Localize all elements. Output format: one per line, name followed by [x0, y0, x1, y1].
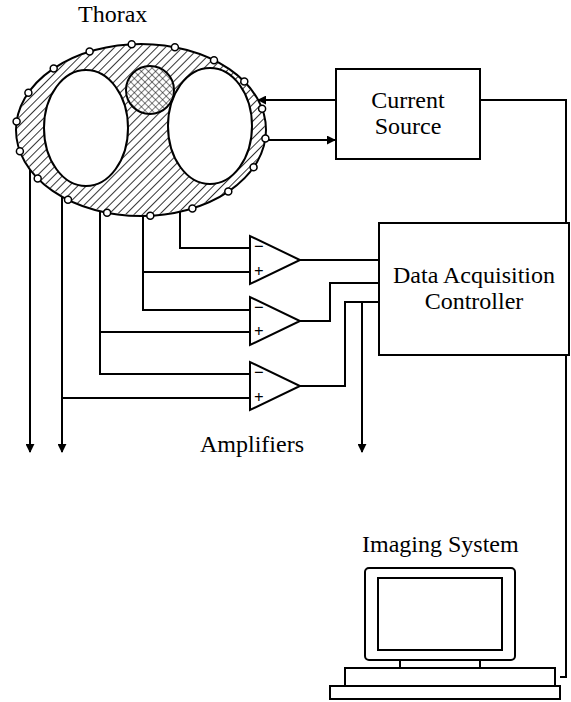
electrode-dot: [259, 105, 266, 112]
electrode-dot: [65, 196, 72, 203]
electrode-dot: [171, 44, 178, 51]
connector: [258, 99, 335, 101]
controller-box: Data Acquisition Controller: [378, 222, 570, 356]
wire: [143, 216, 250, 310]
imaging-system: Imaging System: [330, 528, 560, 700]
thorax-hatching: [17, 45, 265, 215]
connector: [560, 325, 570, 677]
electrode-dot: [13, 118, 20, 125]
heart-crosshatch: [127, 67, 173, 113]
wire-arrow: [29, 170, 31, 452]
amplifier-symbol: [250, 362, 300, 410]
electrode-dot: [189, 205, 196, 212]
input-sign: −: [254, 364, 264, 381]
electrode-dot: [211, 57, 218, 64]
box-text: Current Source: [337, 88, 479, 140]
computer-base: [345, 668, 555, 686]
electrode-dot: [250, 164, 257, 171]
electrode-dot: [147, 212, 154, 219]
current-source-box: Current Source: [335, 68, 481, 160]
right-lung: [168, 68, 252, 184]
electrode-dot: [104, 209, 111, 216]
amplifier-symbol: [250, 297, 300, 345]
electrode-dot: [241, 78, 248, 85]
amplifier-symbols: [250, 236, 300, 410]
input-sign: +: [254, 323, 264, 340]
output-arrow: [361, 302, 363, 452]
wire: [180, 212, 250, 248]
node-heading: Thorax: [78, 2, 147, 28]
amplifier-symbol: [250, 236, 300, 284]
electrode-dot: [34, 175, 41, 182]
computer-icon: [330, 568, 560, 699]
electrode-dot: [16, 148, 23, 155]
electrode-dots: [13, 41, 269, 220]
electrode-dot: [86, 48, 93, 55]
input-sign: +: [254, 263, 264, 280]
input-sign: +: [254, 389, 264, 406]
heart: [126, 66, 174, 114]
thorax-region: Thorax: [15, 0, 267, 218]
electrode-wires: [30, 170, 378, 452]
thorax-outline: [16, 44, 266, 216]
amp-output: [300, 259, 378, 261]
screen: [378, 578, 502, 650]
connector: [265, 139, 335, 141]
electrode-dot: [262, 135, 269, 142]
monitor: [365, 568, 515, 660]
left-lung: [44, 70, 128, 186]
monitor-neck: [400, 660, 480, 668]
electrode-dot: [25, 89, 32, 96]
amp-output: [300, 302, 378, 386]
node-heading: Imaging System: [362, 532, 519, 558]
electrode-dot: [225, 188, 232, 195]
input-sign: −: [254, 299, 264, 316]
amplifier-caption: Amplifiers: [200, 432, 304, 456]
electrode-dot: [50, 65, 57, 72]
box-text: Data Acquisition Controller: [380, 263, 568, 315]
input-sign: −: [254, 238, 264, 255]
electrode-dot: [128, 41, 135, 48]
wire-arrow: [61, 398, 63, 452]
keyboard: [330, 686, 560, 699]
wire: [62, 197, 250, 398]
wire: [100, 211, 250, 374]
